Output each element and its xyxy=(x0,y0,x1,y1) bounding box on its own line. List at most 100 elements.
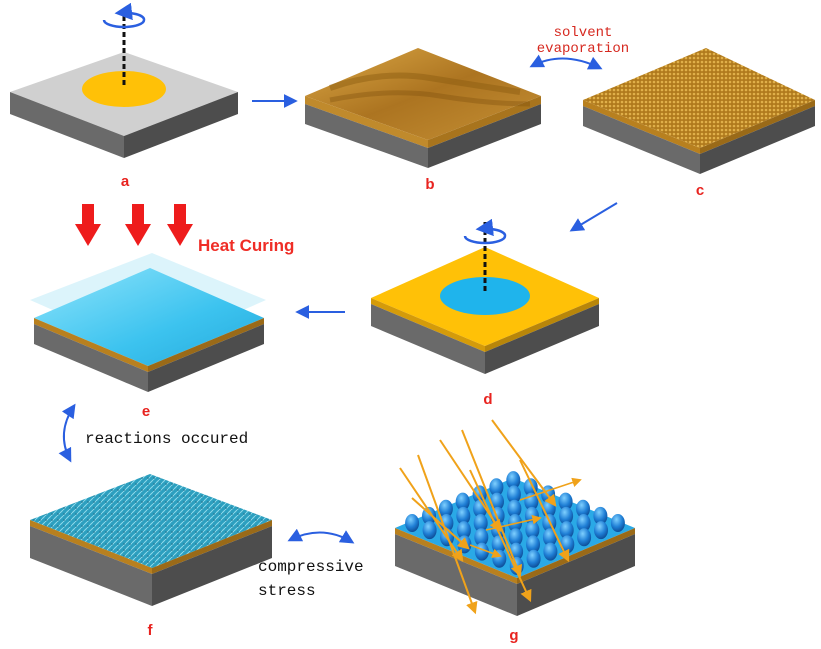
substrate-side-right xyxy=(428,104,541,168)
down-arrow-icon xyxy=(125,204,151,246)
film-edge-left xyxy=(371,298,485,352)
compressive-label-line1: compressive xyxy=(258,558,364,576)
light-beams xyxy=(399,419,582,615)
dotted-film-top xyxy=(583,48,815,148)
cyan-film-top xyxy=(34,268,264,366)
panel-e: e xyxy=(30,253,266,420)
compressive-label-line2: stress xyxy=(258,582,316,600)
solvent-label-line2: evaporation xyxy=(537,41,629,57)
light-ray xyxy=(519,459,570,563)
dome xyxy=(558,492,573,511)
textured-film-top xyxy=(30,474,272,568)
substrate-side-left xyxy=(371,304,485,374)
film-edge-right xyxy=(152,520,272,574)
down-arrow-icon xyxy=(167,204,193,246)
dome xyxy=(610,514,625,532)
dome xyxy=(405,514,420,532)
dome xyxy=(438,499,453,518)
dome xyxy=(506,485,521,504)
panel-f: f xyxy=(30,474,272,639)
film-edge-left xyxy=(583,100,700,154)
substrate-side-left xyxy=(34,324,148,392)
substrate-side-left xyxy=(305,104,428,168)
dome xyxy=(594,521,608,540)
label-a: a xyxy=(121,173,130,190)
down-arrow-icon xyxy=(75,204,101,246)
dome xyxy=(526,549,541,568)
dome xyxy=(559,521,574,540)
dome xyxy=(506,471,521,490)
dome xyxy=(560,535,575,554)
dome xyxy=(456,506,471,525)
label-d: d xyxy=(483,391,492,408)
dome xyxy=(576,499,590,518)
gold-droplet xyxy=(82,71,166,107)
film-edge-right xyxy=(428,96,541,148)
label-e: e xyxy=(142,403,150,420)
dome xyxy=(489,478,504,497)
film-edge-right xyxy=(148,318,264,372)
substrate-side-left xyxy=(30,526,152,606)
dome xyxy=(543,542,558,561)
dome xyxy=(422,506,436,525)
film-edge-right xyxy=(517,528,635,584)
solvent-label-line1: solvent xyxy=(554,25,613,41)
dome xyxy=(473,514,488,532)
dome xyxy=(474,542,489,561)
dome xyxy=(577,528,592,547)
panel-b: b xyxy=(305,48,541,193)
dome xyxy=(474,528,489,547)
heat-curing-label: Heat Curing xyxy=(198,236,294,255)
heat-arrows xyxy=(75,204,193,246)
substrate-side-right xyxy=(700,106,815,174)
film-streak xyxy=(329,90,531,107)
label-b: b xyxy=(425,176,434,193)
label-f: f xyxy=(148,622,154,639)
substrate-side-right xyxy=(485,304,599,374)
label-g: g xyxy=(509,627,518,644)
cyan-droplet xyxy=(440,277,530,315)
reactions-label: reactions occured xyxy=(85,430,248,448)
dome xyxy=(593,506,608,525)
panel-g: g xyxy=(395,419,635,644)
brown-film-top xyxy=(305,48,541,140)
dome xyxy=(508,528,523,547)
film-edge-left xyxy=(30,520,152,574)
arrow-f-g-bidirectional xyxy=(287,528,355,544)
rotation-arrow-icon xyxy=(102,2,146,29)
substrate-side-left xyxy=(10,92,124,158)
scattered-ray xyxy=(485,514,542,531)
dome xyxy=(422,521,437,540)
dome xyxy=(456,521,471,540)
dome xyxy=(492,549,507,568)
panel-d: d xyxy=(371,218,599,408)
dome xyxy=(559,506,574,525)
dome xyxy=(455,492,470,511)
substrate-side-right xyxy=(152,526,272,606)
light-ray xyxy=(417,454,478,615)
arrow-c-to-d xyxy=(569,202,618,232)
scattered-ray xyxy=(469,544,502,558)
substrate-side-right xyxy=(517,534,635,616)
dome xyxy=(439,514,454,532)
arrow-b-c-bidirectional xyxy=(529,54,603,70)
panel-c: c xyxy=(583,48,815,199)
film-edge-left xyxy=(305,96,428,148)
dome xyxy=(507,499,522,518)
panel-a: a xyxy=(10,2,238,190)
light-ray xyxy=(469,469,532,603)
dome xyxy=(525,521,540,540)
scattered-ray xyxy=(519,477,582,501)
light-ray xyxy=(491,419,557,507)
dome xyxy=(526,535,540,554)
label-c: c xyxy=(696,182,704,199)
dome xyxy=(542,528,557,547)
dome xyxy=(576,514,591,532)
film-edge-left xyxy=(34,318,148,372)
substrate-side-left xyxy=(583,106,700,174)
light-ray xyxy=(461,429,523,578)
arrow-e-f-bidirectional xyxy=(58,403,76,463)
film-edge-right xyxy=(485,298,599,352)
film-edge-right xyxy=(700,100,815,154)
